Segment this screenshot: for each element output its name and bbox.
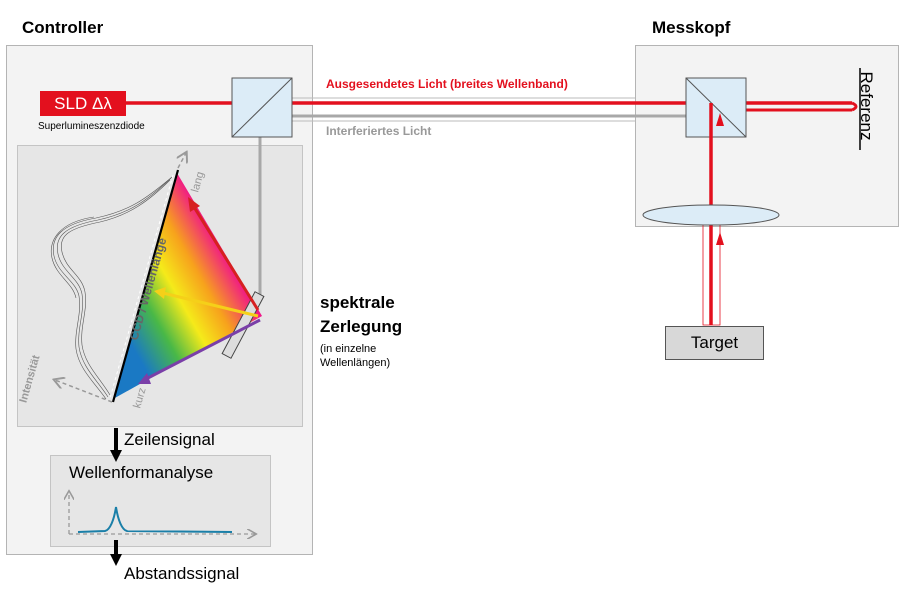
referenz-label: Referenz bbox=[857, 71, 876, 141]
spectral-note: (in einzelne Wellenlängen) bbox=[320, 342, 390, 370]
long-wavelength-arrow bbox=[192, 206, 260, 311]
messkopf-title: Messkopf bbox=[652, 18, 731, 37]
waveform-analysis-label: Wellenformanalyse bbox=[69, 463, 214, 482]
arrow-to-output bbox=[110, 554, 122, 566]
reference-turn bbox=[851, 101, 858, 112]
arrow-to-waveform bbox=[110, 450, 122, 462]
short-wavelength-arrow bbox=[145, 318, 261, 381]
intensity-trace bbox=[50, 176, 173, 400]
mid-wavelength-arrow bbox=[162, 291, 259, 318]
spectral-line2: Zerlegung bbox=[320, 317, 403, 336]
target-box: Target bbox=[665, 326, 764, 360]
controller-title: Controller bbox=[22, 18, 104, 37]
waveform-signal bbox=[77, 506, 233, 533]
distance-signal-label: Abstandssignal bbox=[124, 564, 240, 583]
emitted-light-label: Ausgesendetes Licht (breites Wellenband) bbox=[326, 77, 568, 91]
ccd-line bbox=[111, 169, 180, 403]
spectrum-fan bbox=[113, 173, 262, 399]
sld-caption: Superlumineszenzdiode bbox=[38, 121, 145, 132]
sld-source: SLD Δλ bbox=[40, 91, 126, 116]
spectral-note1: (in einzelne bbox=[320, 343, 377, 355]
target-beam-outline bbox=[702, 225, 721, 326]
messkopf-panel bbox=[635, 45, 899, 227]
spectral-line1: spektrale bbox=[320, 293, 395, 312]
line-signal-label: Zeilensignal bbox=[124, 430, 215, 449]
lens bbox=[642, 204, 780, 226]
spectral-note2: Wellenlängen) bbox=[320, 357, 391, 369]
interfered-light-label: Interferiertes Licht bbox=[326, 124, 432, 138]
beam-tube bbox=[290, 97, 635, 122]
spectral-heading: spektrale Zerlegung bbox=[320, 291, 402, 339]
